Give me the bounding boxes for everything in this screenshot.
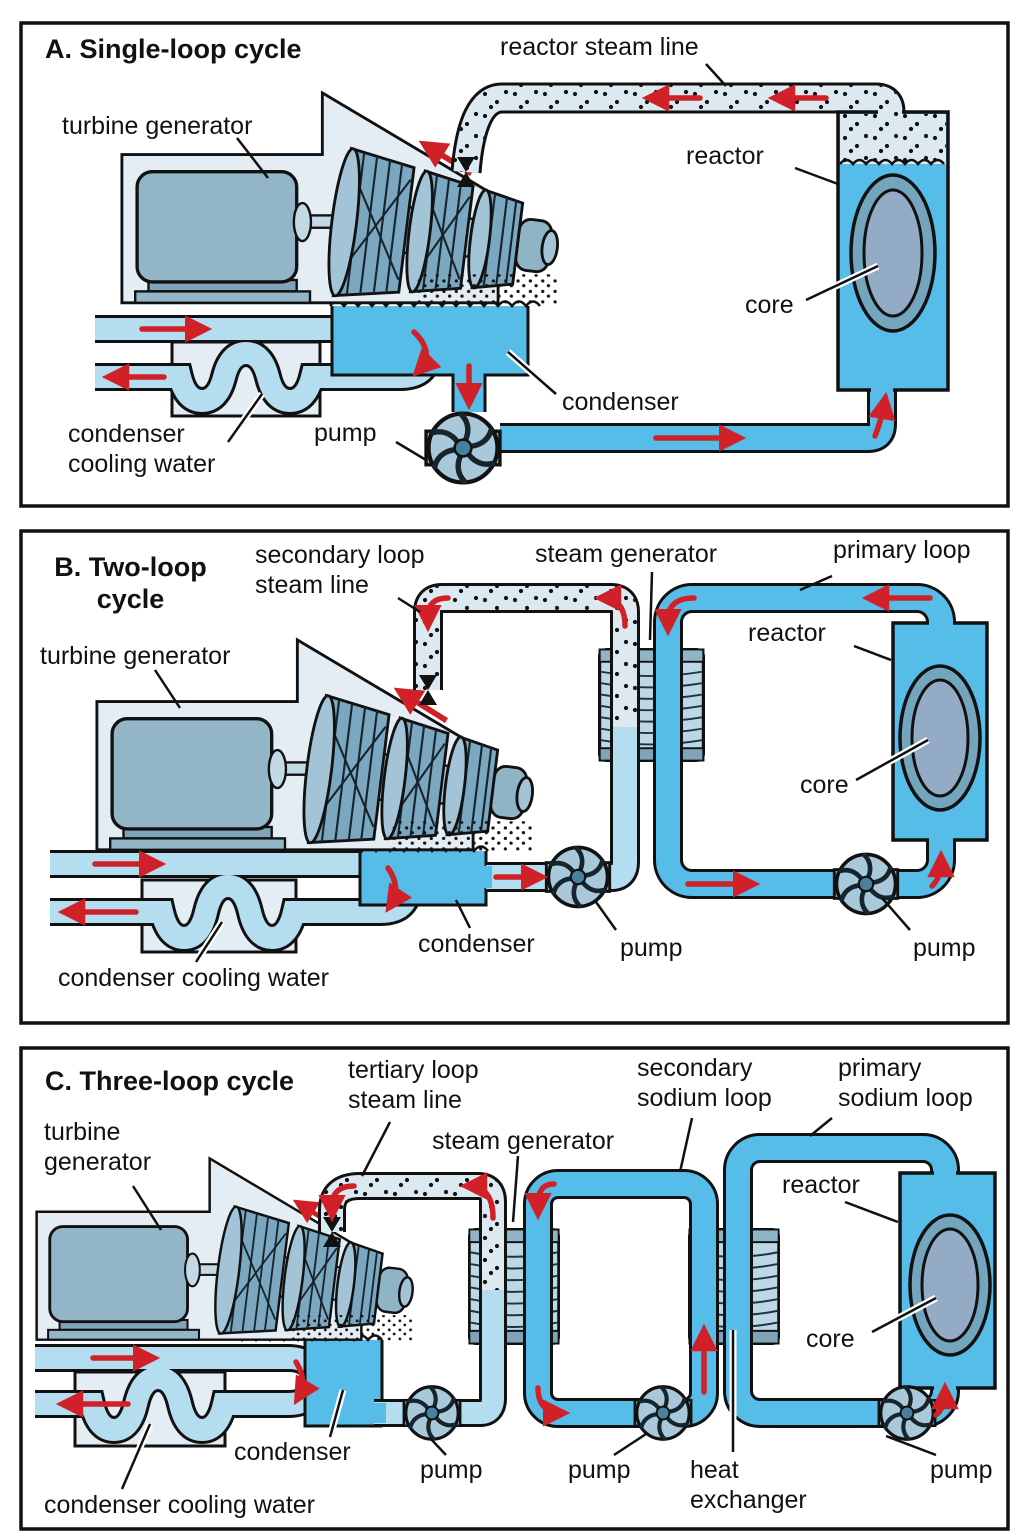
pump-c-tertiary	[404, 1387, 460, 1439]
label-pump-a: pump	[314, 419, 377, 447]
panel-b-title: B. Two-loop cycle	[54, 552, 207, 614]
label-steam-generator-b: steam generator	[535, 540, 718, 568]
label-core-b: core	[800, 771, 849, 799]
label-pump-c-secondary: pump	[568, 1456, 631, 1484]
label-reactor-a: reactor	[686, 142, 764, 170]
label-primary-sodium-loop-c: primary sodium loop	[838, 1054, 973, 1112]
reactor-b	[891, 619, 989, 844]
label-condenser-c: condenser	[234, 1438, 351, 1466]
pump-c-primary	[879, 1387, 935, 1439]
label-tertiary-loop-steam-line-c: tertiary loop steam line	[348, 1056, 479, 1114]
leader-lines-c	[118, 1117, 938, 1491]
label-condenser-cooling-water-b: condenser cooling water	[58, 964, 329, 992]
label-turbine-generator-a: turbine generator	[62, 112, 253, 140]
label-pump-b-secondary: pump	[620, 934, 683, 962]
label-condenser-cooling-water-a: condenser cooling water	[68, 420, 216, 478]
label-pump-c-primary: pump	[930, 1456, 993, 1484]
label-reactor-c: reactor	[782, 1171, 860, 1199]
label-condenser-cooling-water-c: condenser cooling water	[44, 1491, 315, 1519]
pump-a	[426, 414, 500, 483]
steam-line-a	[450, 82, 906, 174]
reactor-c	[898, 1169, 997, 1393]
pump-c-secondary	[635, 1387, 691, 1439]
label-turbine-generator-b: turbine generator	[40, 642, 231, 670]
steam-valve-b	[419, 675, 437, 705]
leader-lines-a	[225, 63, 880, 462]
steam-valve-c	[323, 1217, 341, 1247]
label-condenser-a: condenser	[562, 388, 679, 416]
leader-lines-b	[153, 571, 930, 964]
label-heat-exchanger-c: heat exchanger	[690, 1456, 807, 1514]
label-reactor-steam-line-a: reactor steam line	[500, 33, 699, 61]
steam-valve-a	[457, 157, 475, 187]
label-steam-generator-c: steam generator	[432, 1127, 615, 1155]
label-core-a: core	[745, 291, 794, 319]
label-secondary-sodium-loop-c: secondary sodium loop	[637, 1054, 772, 1112]
panel-b-two-loop	[19, 529, 1010, 1025]
panel-c-title: C. Three-loop cycle	[45, 1066, 295, 1096]
secondary-sodium-loop-c	[523, 1169, 719, 1428]
label-reactor-b: reactor	[748, 619, 826, 647]
panel-a-single-loop	[19, 21, 1010, 508]
flow-arrows-b	[57, 584, 955, 926]
label-pump-b-primary: pump	[913, 934, 976, 962]
condenser-c	[303, 1340, 384, 1428]
condenser-b	[358, 851, 488, 907]
label-pump-c-tertiary: pump	[420, 1456, 483, 1484]
flow-arrows-c	[55, 1172, 959, 1427]
panel-c-three-loop	[19, 1046, 1010, 1531]
flow-arrows-a	[101, 84, 896, 452]
label-condenser-b: condenser	[418, 930, 535, 958]
label-secondary-loop-steam-line-b: secondary loop steam line	[255, 541, 425, 599]
panel-a-title: A. Single-loop cycle	[45, 34, 302, 64]
label-core-c: core	[806, 1325, 855, 1353]
pump-b-secondary	[546, 847, 609, 906]
reactor-a	[836, 108, 950, 393]
label-primary-loop-b: primary loop	[833, 536, 971, 564]
label-turbine-generator-c: turbine generator	[44, 1118, 152, 1176]
